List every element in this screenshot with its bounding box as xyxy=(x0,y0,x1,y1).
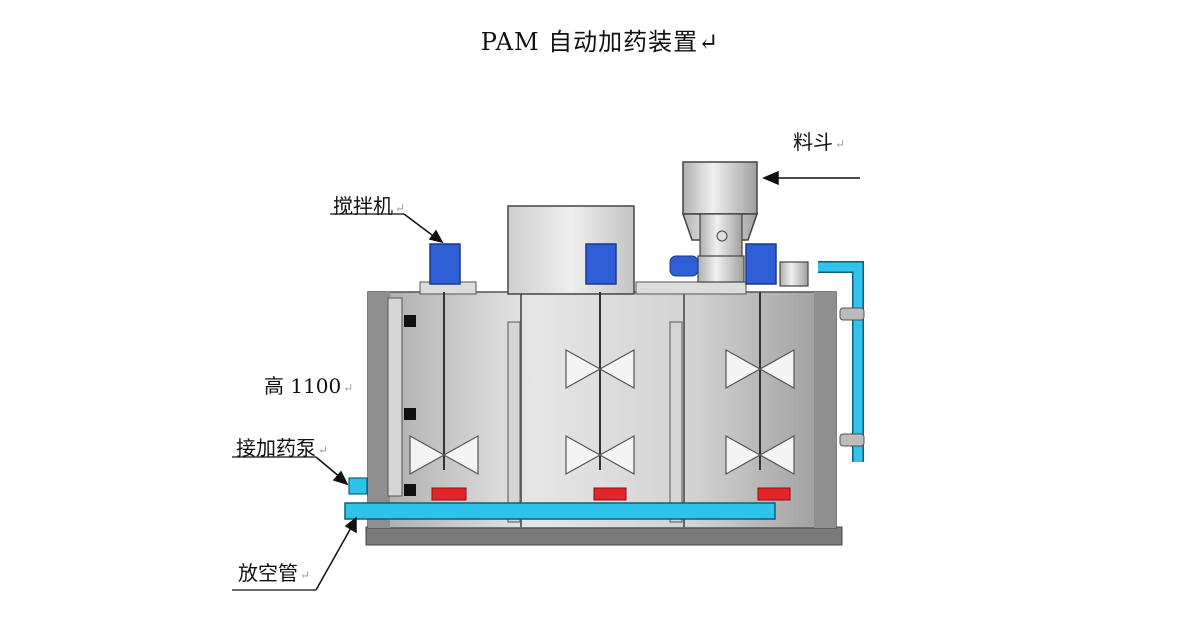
drain-pipe xyxy=(344,502,776,520)
level-sensor xyxy=(404,484,416,496)
impeller xyxy=(725,348,762,390)
arrow-mixer xyxy=(403,213,437,239)
impeller xyxy=(725,434,762,476)
mixer-motor-3 xyxy=(745,243,777,285)
label-hopper: 料斗↵ xyxy=(793,130,846,154)
drain-valve xyxy=(757,487,791,501)
baffle xyxy=(669,321,683,523)
arrow-pump xyxy=(315,456,342,479)
impeller xyxy=(565,434,602,476)
return-mark: ↵ xyxy=(698,28,720,56)
drain-valve xyxy=(593,487,627,501)
impeller xyxy=(565,348,602,390)
mixer-motor-1 xyxy=(429,243,461,285)
label-drain: 放空管↵ xyxy=(238,561,311,585)
impeller xyxy=(409,434,446,476)
mixer-motor-2 xyxy=(585,243,617,285)
hopper xyxy=(682,161,758,215)
label-height: 高 1100↵ xyxy=(264,374,354,398)
pump-outlet xyxy=(348,477,368,495)
level-sensor xyxy=(404,315,416,327)
baffle xyxy=(507,321,521,523)
baffle xyxy=(387,297,403,497)
base-plate xyxy=(365,526,843,546)
drain-valve xyxy=(431,487,467,501)
screw-motor xyxy=(669,255,699,277)
diagram-title: PAM 自动加药装置↵ xyxy=(480,28,720,56)
label-pump: 接加药泵↵ xyxy=(236,436,329,460)
level-sensor xyxy=(404,408,416,420)
arrow-drain xyxy=(315,525,353,591)
